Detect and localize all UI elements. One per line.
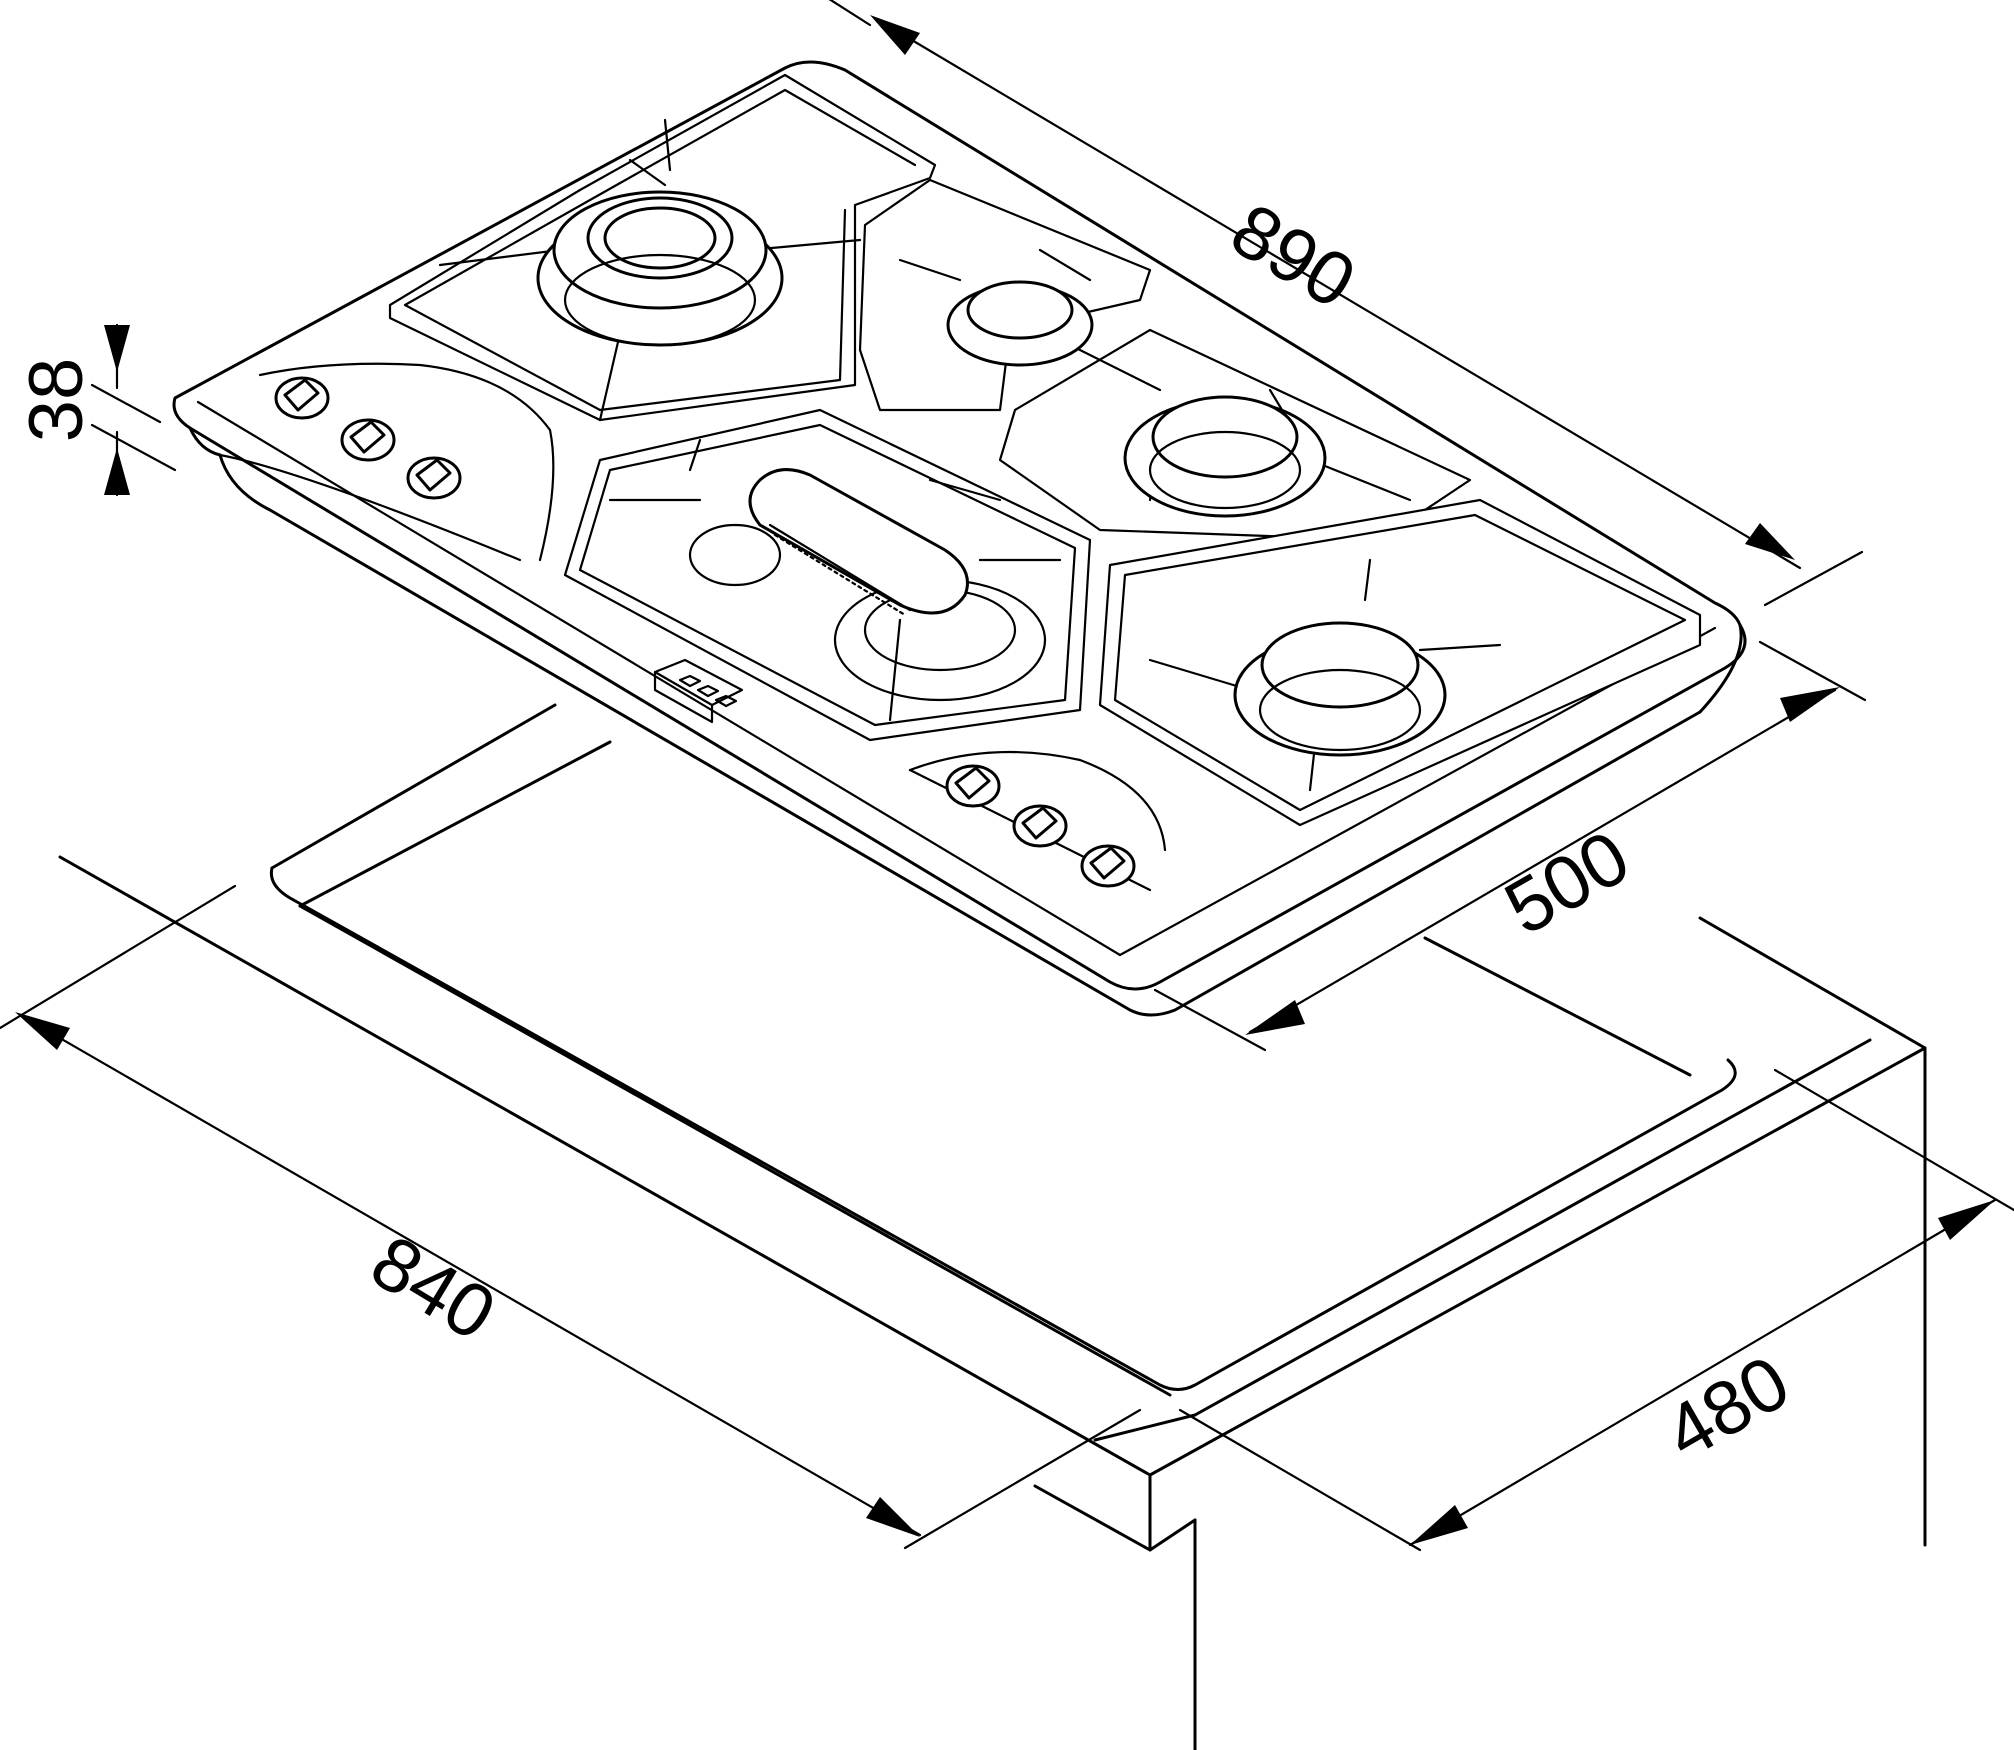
- knob[interactable]: [406, 456, 462, 500]
- dimension-480: [1178, 1068, 2014, 1552]
- burner-medium-front-right: [1233, 621, 1447, 757]
- burner-small-back: [946, 280, 1094, 367]
- knob[interactable]: [945, 764, 1001, 808]
- burner-large-back-left: [536, 190, 784, 347]
- burners: [536, 190, 1447, 757]
- control-knobs: [274, 376, 1136, 888]
- dimension-label-840: 840: [357, 1219, 509, 1357]
- dimension-label-480: 480: [1651, 1339, 1803, 1476]
- dimension-500: [1153, 640, 1867, 1052]
- knob[interactable]: [274, 376, 330, 420]
- knob[interactable]: [1012, 804, 1068, 848]
- brand-badge: [653, 658, 744, 724]
- knob[interactable]: [1080, 844, 1136, 888]
- burner-medium-back-right: [1123, 395, 1327, 518]
- knob[interactable]: [340, 418, 396, 462]
- burner-oval-fish: [688, 468, 1047, 702]
- dimension-label-500: 500: [1491, 814, 1643, 951]
- dimension-label-890: 890: [1217, 187, 1369, 325]
- dimension-label-38: 38: [14, 358, 99, 443]
- countertop: [58, 703, 1927, 1750]
- dimension-38: [90, 323, 177, 497]
- dimension-890: [828, 0, 1864, 607]
- dimension-840: [0, 884, 1142, 1550]
